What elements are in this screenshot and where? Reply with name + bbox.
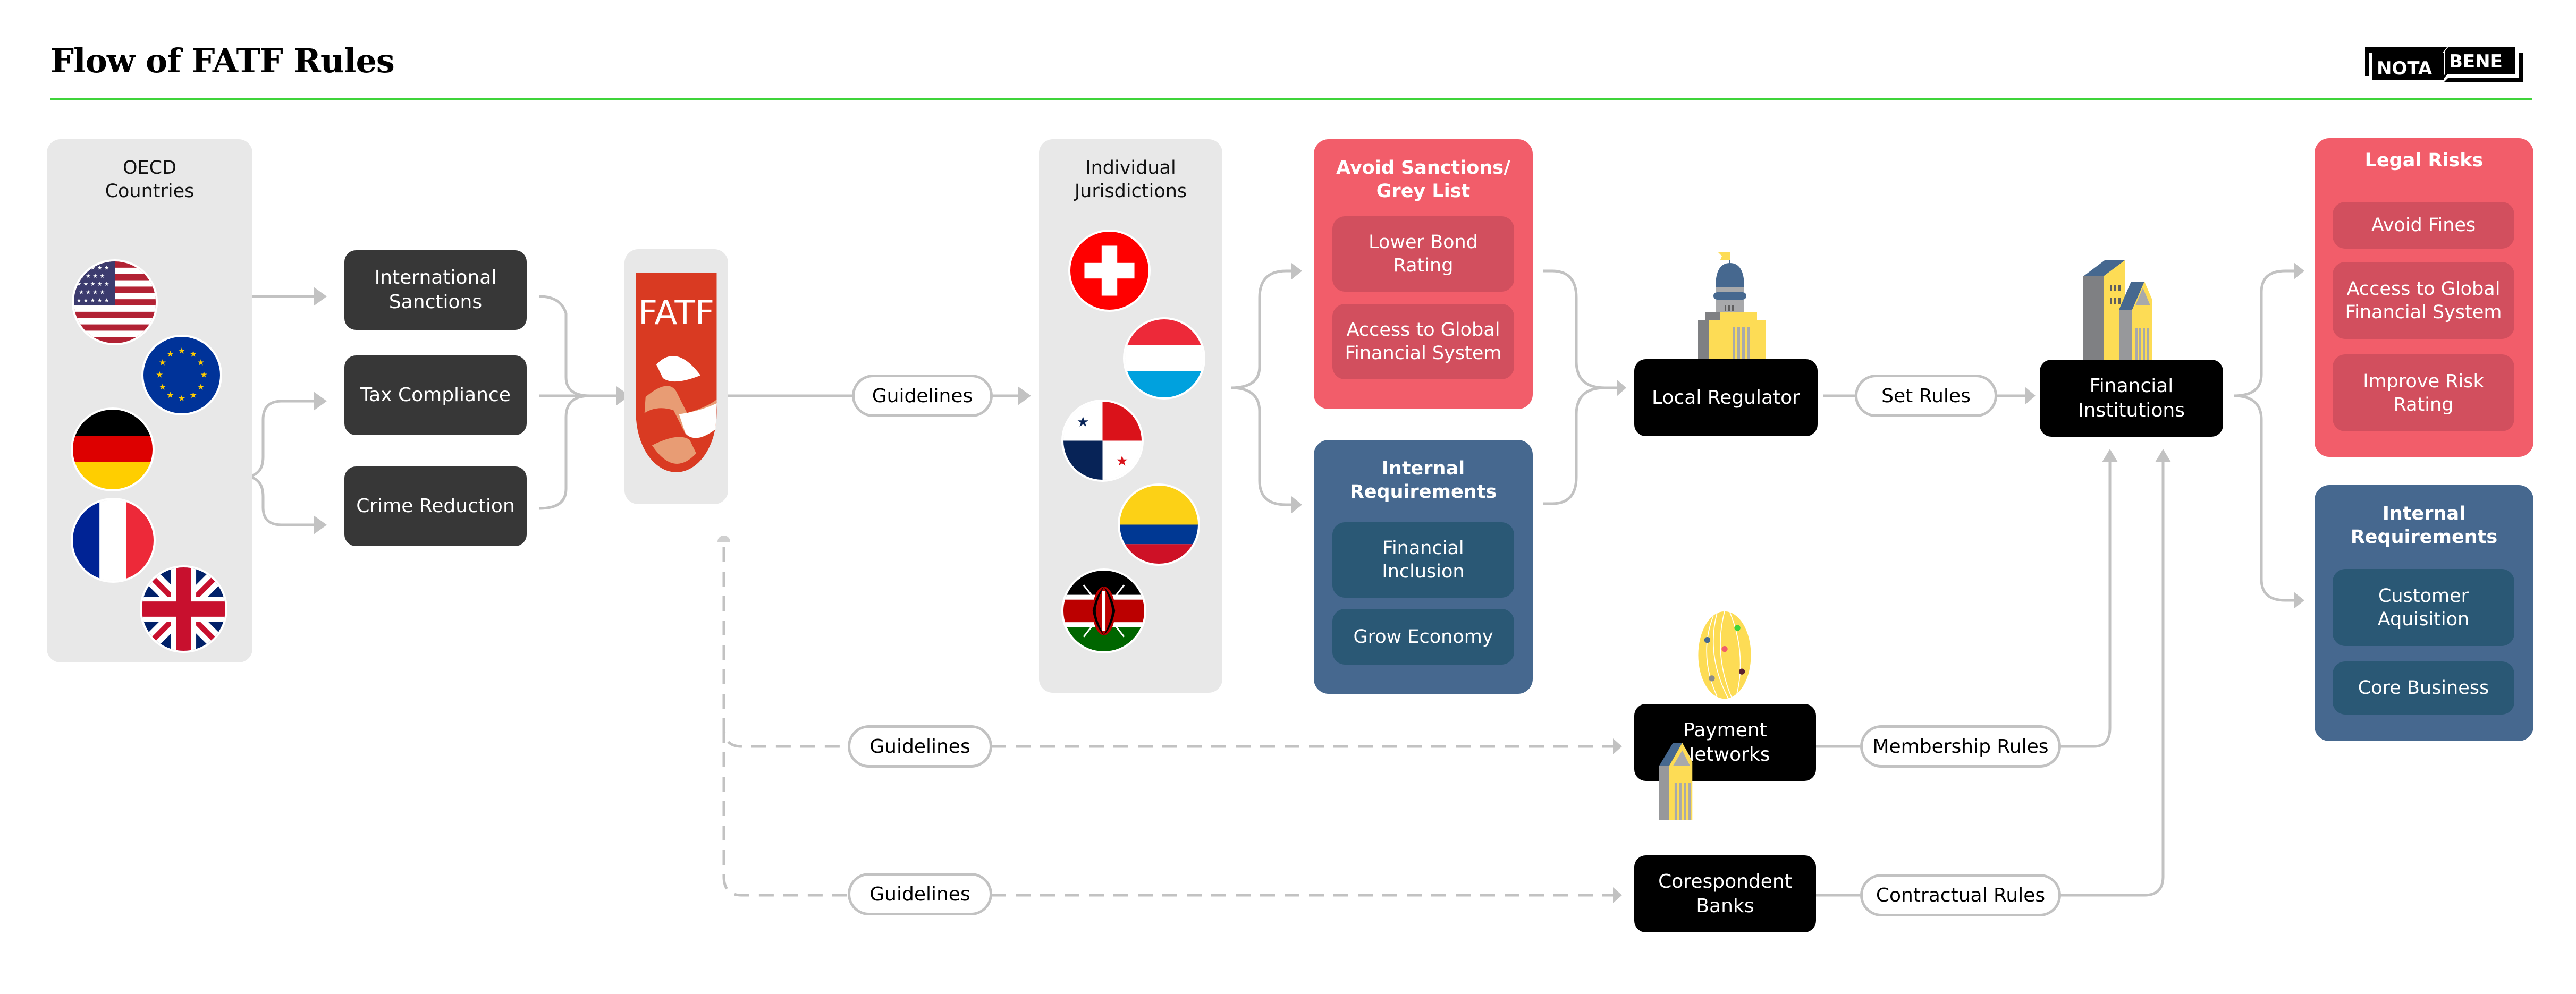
fi-access-global-financial-system-item: Access to Global Financial System — [2333, 262, 2514, 339]
guidelines-pill-bottom: Guidelines — [848, 873, 992, 915]
arrow-sanctions-to-fatf — [539, 295, 619, 397]
contractual-rules-pill: Contractual Rules — [1860, 874, 2061, 916]
svg-text:★ ★ ★ ★: ★ ★ ★ ★ — [79, 289, 105, 296]
contractual-to-fi-line — [2059, 462, 2165, 897]
colombia-flag-icon — [1118, 483, 1200, 566]
svg-text:★: ★ — [197, 381, 205, 392]
fatf-panel: FATF — [624, 249, 728, 504]
lower-bond-rating-item: Lower Bond Rating — [1332, 216, 1514, 292]
svg-text:★: ★ — [166, 349, 174, 359]
united-states-flag-icon: ★ ★ ★ ★ ★★ ★ ★ ★★ ★ ★ ★ ★★ ★ ★ ★★ ★ ★ ★ … — [72, 259, 158, 345]
title-divider — [50, 98, 2532, 100]
european-union-flag-icon: ★★★★★★★★★★★★ — [141, 335, 222, 415]
kenya-flag-icon — [1061, 568, 1146, 653]
luxembourg-flag-icon — [1123, 317, 1205, 400]
dashed-to-correspondent-banks — [722, 728, 853, 897]
local-regulator-box[interactable]: Local Regulator — [1634, 359, 1818, 436]
svg-text:★: ★ — [197, 357, 205, 367]
legal-risks-group: Legal Risks Avoid Fines Access to Global… — [2315, 138, 2533, 457]
arrow-to-legal-risks — [2233, 269, 2296, 397]
international-sanctions-box[interactable]: International Sanctions — [344, 250, 527, 330]
svg-text:★: ★ — [189, 390, 197, 400]
svg-text:★: ★ — [1077, 414, 1089, 430]
page-title: Flow of FATF Rules — [50, 41, 395, 80]
fi-internal-requirements-group: Internal Requirements Customer Aquisitio… — [2315, 485, 2533, 741]
svg-text:★: ★ — [200, 369, 208, 379]
germany-flag-icon — [71, 407, 155, 491]
correspondent-banks-box[interactable]: Corespondent Banks — [1634, 855, 1816, 932]
svg-text:★ ★ ★ ★ ★: ★ ★ ★ ★ ★ — [77, 281, 109, 287]
improve-risk-rating-item: Improve Risk Rating — [2333, 354, 2514, 431]
svg-text:★ ★ ★ ★ ★: ★ ★ ★ ★ ★ — [77, 297, 109, 304]
bank-building-icon — [1659, 743, 1693, 820]
arrow-to-crime-reduction — [244, 475, 314, 526]
grow-economy-item: Grow Economy — [1332, 609, 1514, 665]
logo-bene-text: BENE — [2449, 51, 2503, 72]
switzerland-flag-icon — [1068, 230, 1151, 312]
access-global-financial-system-item: Access to Global Financial System — [1332, 304, 1514, 379]
arrow-crime-to-fatf — [539, 394, 590, 510]
government-building-icon — [1698, 252, 1766, 359]
membership-rules-pill: Membership Rules — [1860, 725, 2061, 768]
svg-text:★: ★ — [178, 393, 185, 403]
avoid-fines-item: Avoid Fines — [2333, 202, 2514, 249]
arrow-to-fi-internal — [2233, 394, 2296, 602]
oecd-countries-panel: OECD Countries ★ ★ ★ ★ ★★ ★ ★ ★★ ★ ★ ★ ★… — [47, 139, 252, 662]
customer-acquisition-item: Customer Aquisition — [2333, 569, 2514, 646]
jurisdiction-internal-requirements-title: Internal Requirements — [1349, 458, 1497, 503]
svg-text:★: ★ — [156, 369, 163, 379]
nota-bene-logo: NOTA BENE — [2365, 47, 2523, 82]
svg-text:★: ★ — [166, 390, 174, 400]
svg-text:★: ★ — [159, 381, 166, 392]
svg-text:★ ★ ★ ★ ★: ★ ★ ★ ★ ★ — [77, 264, 109, 271]
set-rules-pill: Set Rules — [1855, 375, 1997, 417]
guidelines-pill-top: Guidelines — [852, 375, 993, 417]
arrow-sanctions-to-regulator — [1543, 269, 1621, 389]
united-kingdom-flag-icon — [140, 565, 227, 653]
avoid-sanctions-title: Avoid Sanctions/ Grey List — [1336, 157, 1510, 202]
legal-risks-title: Legal Risks — [2364, 150, 2484, 171]
dashed-to-payment-networks — [722, 547, 853, 748]
svg-text:★: ★ — [189, 349, 197, 359]
fatf-logo-text: FATF — [638, 293, 714, 332]
financial-institution-buildings-icon — [2083, 260, 2152, 361]
individual-jurisdictions-panel: Individual Jurisdictions ★★ — [1039, 139, 1222, 693]
fi-internal-requirements-title: Internal Requirements — [2350, 503, 2498, 548]
financial-institutions-box[interactable]: Financial Institutions — [2040, 360, 2223, 437]
logo-nota-text: NOTA — [2377, 58, 2433, 79]
svg-text:★: ★ — [178, 346, 185, 356]
france-flag-icon — [71, 498, 156, 583]
jurisdictions-panel-title: Individual Jurisdictions — [1074, 157, 1187, 202]
svg-text:★: ★ — [159, 357, 166, 367]
globe-network-icon — [1698, 611, 1751, 699]
avoid-sanctions-group: Avoid Sanctions/ Grey List Lower Bond Ra… — [1314, 139, 1533, 409]
core-business-item: Core Business — [2333, 661, 2514, 715]
svg-text:★ ★ ★ ★: ★ ★ ★ ★ — [79, 273, 105, 279]
financial-inclusion-item: Financial Inclusion — [1332, 522, 1514, 598]
svg-text:★: ★ — [1116, 453, 1128, 470]
tax-compliance-box[interactable]: Tax Compliance — [344, 355, 527, 435]
fatf-logo-icon[interactable]: FATF — [635, 273, 717, 478]
crime-reduction-box[interactable]: Crime Reduction — [344, 466, 527, 546]
arrow-internal-to-regulator — [1543, 386, 1606, 505]
membership-to-fi-line — [2059, 462, 2112, 748]
oecd-panel-title: OECD Countries — [105, 157, 195, 202]
guidelines-pill-middle: Guidelines — [848, 725, 992, 768]
jurisdiction-internal-requirements-group: Internal Requirements Financial Inclusio… — [1314, 440, 1533, 694]
arrow-to-sanctions-group — [1230, 269, 1294, 389]
panama-flag-icon: ★★ — [1061, 400, 1144, 482]
arrow-to-internal-group — [1230, 386, 1294, 506]
